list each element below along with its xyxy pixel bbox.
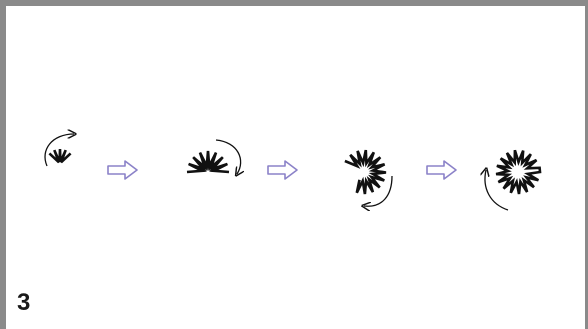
- stitch-zigzag: [344, 149, 387, 195]
- step-number: 3: [17, 289, 31, 316]
- stitch-zigzag: [48, 148, 72, 164]
- stitch-zigzag: [495, 149, 542, 195]
- rotate-arrow-icon: [215, 139, 241, 174]
- stitch-fan-icon: [186, 150, 230, 174]
- stage-1: [44, 134, 74, 167]
- flow-arrow-icon: [426, 160, 457, 180]
- stitch-fan-icon: [344, 149, 387, 195]
- rotate-arrow-icon: [364, 175, 393, 206]
- stitch-fan-icon: [495, 149, 542, 195]
- flow-arrow-icon: [267, 160, 298, 180]
- stage-2: [186, 139, 241, 174]
- stitch-fan-icon: [48, 148, 72, 164]
- rotate-arrow-icon: [44, 134, 74, 167]
- stitch-zigzag: [186, 150, 230, 174]
- stage-3: [344, 149, 393, 206]
- rotate-arrow-icon: [485, 170, 509, 211]
- stage-4: [485, 149, 542, 211]
- flow-arrow-icon: [107, 160, 138, 180]
